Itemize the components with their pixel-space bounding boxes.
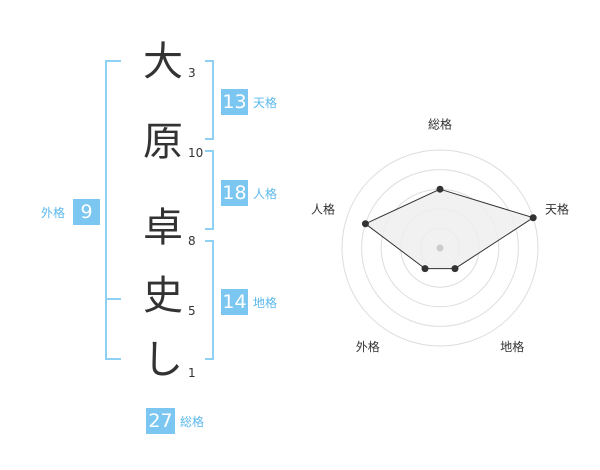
jinkaku-value: 18 <box>221 180 248 206</box>
gaikaku-label: 外格 <box>41 206 66 220</box>
chikaku-value: 14 <box>221 289 248 315</box>
soukaku-label: 総格 <box>180 415 205 429</box>
gaikaku-value: 9 <box>73 199 100 225</box>
radar-center-dot <box>436 244 444 252</box>
name-char-3: 卓 <box>143 205 183 251</box>
radar-point <box>451 265 459 273</box>
stroke-count-1: 3 <box>188 66 196 80</box>
radar-grid-ring <box>341 149 539 347</box>
radar-area <box>364 188 535 270</box>
chikaku-label: 地格 <box>253 296 278 310</box>
tenkaku-value: 13 <box>221 89 248 115</box>
jinkaku-label: 人格 <box>253 187 278 201</box>
tenkaku-label: 天格 <box>253 96 278 110</box>
radar-axis-label: 外格 <box>356 339 380 354</box>
name-char-1: 大 <box>143 39 183 85</box>
radar-axis-label: 人格 <box>311 202 335 217</box>
name-char-5: し <box>143 337 183 383</box>
stroke-count-2: 10 <box>188 146 204 160</box>
soukaku-value: 27 <box>146 408 175 434</box>
radar-point <box>421 265 429 273</box>
radar-point <box>436 185 444 193</box>
name-char-4: 史 <box>143 273 183 319</box>
name-char-2: 原 <box>143 119 183 165</box>
stroke-count-5: 1 <box>188 366 196 380</box>
radar-axis-label: 総格 <box>428 117 452 132</box>
radar-axis-label: 地格 <box>500 339 524 354</box>
radar-grid-ring <box>361 169 519 327</box>
radar-point <box>529 214 537 222</box>
stroke-count-3: 8 <box>188 234 196 248</box>
radar-axis-label: 天格 <box>545 202 569 217</box>
radar-point <box>361 220 369 228</box>
stroke-count-4: 5 <box>188 304 196 318</box>
